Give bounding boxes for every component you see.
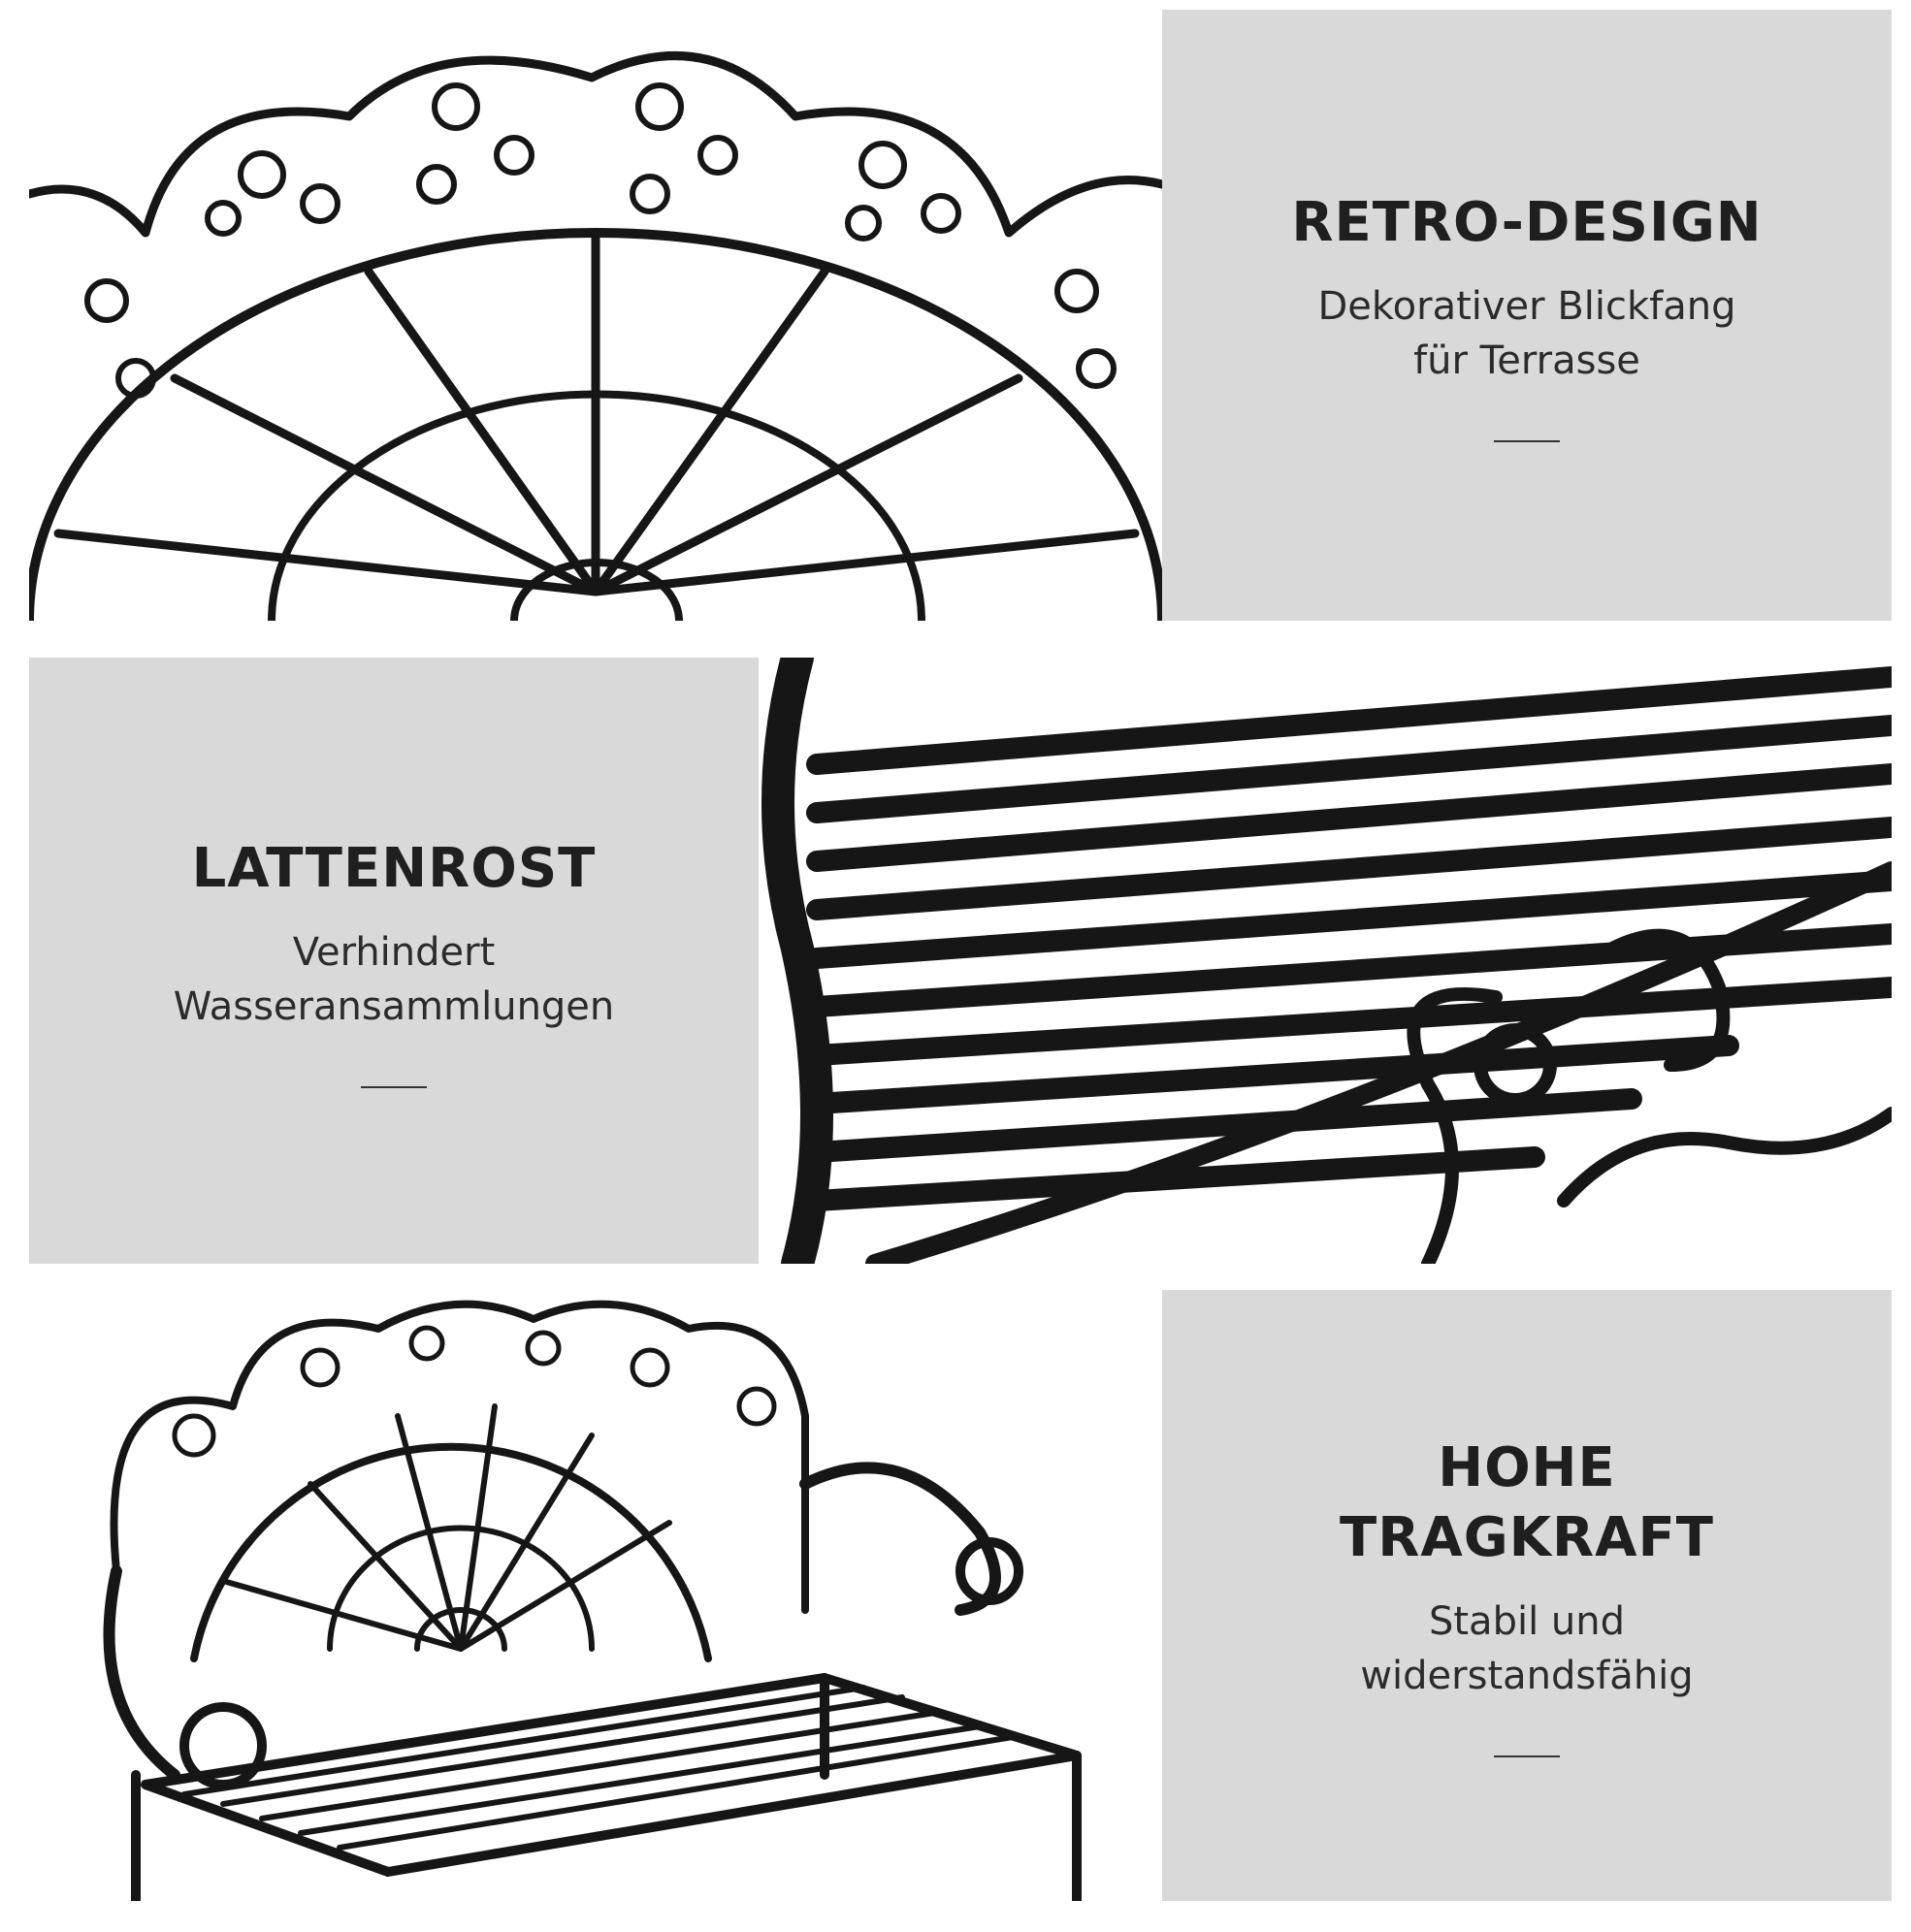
feature-panel-hohe-tragkraft: HOHE TRAGKRAFT Stabil und widerstandsfäh… <box>1162 1290 1892 1901</box>
backrest-closeup-photo <box>29 10 1162 621</box>
divider-line <box>361 1085 427 1088</box>
feature-title: RETRO-DESIGN <box>1291 191 1763 254</box>
feature-description: Stabil und widerstandsfähig <box>1360 1599 1694 1698</box>
bench-full-view-icon <box>103 1300 1082 1901</box>
feature-title: HOHE TRAGKRAFT <box>1340 1436 1714 1569</box>
divider-line <box>1494 1755 1560 1757</box>
bench-full-photo <box>29 1290 1162 1901</box>
seat-slats-closeup-photo <box>759 658 1892 1264</box>
divider-line <box>1494 440 1560 442</box>
bench-backrest-closeup-icon <box>29 51 1162 621</box>
feature-panel-lattenrost: LATTENROST Verhindert Wasseransammlungen <box>29 658 759 1264</box>
bench-seat-slats-closeup-icon <box>761 658 1892 1264</box>
feature-panel-retro-design: RETRO-DESIGN Dekorativer Blickfang für T… <box>1162 10 1892 621</box>
feature-description: Dekorativer Blickfang für Terrasse <box>1317 284 1736 383</box>
feature-description: Verhindert Wasseransammlungen <box>173 929 615 1029</box>
feature-title: LATTENROST <box>191 836 597 900</box>
